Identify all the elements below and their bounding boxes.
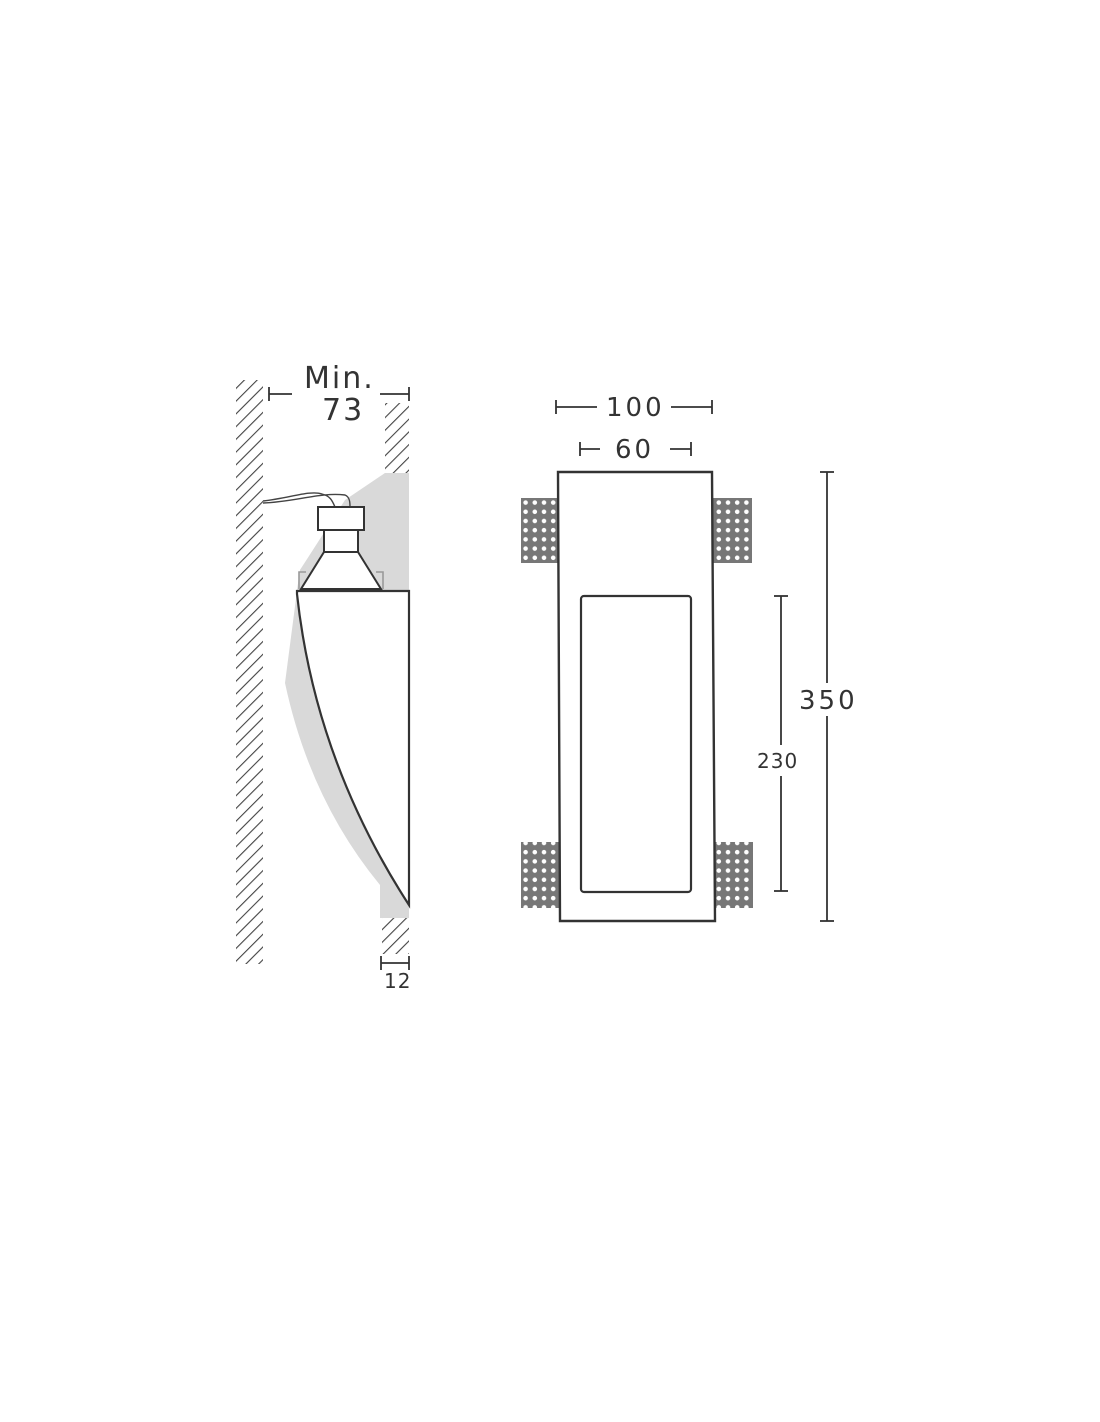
front-view: 100 60 350 230	[521, 393, 858, 923]
side-section-view: Min. 73 12	[236, 361, 411, 993]
wall-thickness-dimension: 12	[380, 956, 411, 993]
front-wall-lower	[382, 918, 409, 954]
lamp-socket	[317, 506, 365, 531]
luminaire-body	[295, 589, 411, 909]
outer-width-dimension: 100	[555, 393, 713, 423]
mount-tab-bottom-right	[712, 842, 753, 908]
min-label: Min.	[304, 361, 375, 396]
lamp-neck	[323, 529, 359, 553]
total-height-label: 350	[799, 686, 858, 716]
total-height-dimension: 350	[799, 471, 858, 922]
window-height-dimension: 230	[757, 595, 798, 892]
min-value: 73	[322, 393, 364, 428]
min-depth-dimension: Min. 73	[268, 361, 410, 428]
front-wall-upper	[385, 403, 409, 473]
power-wire	[262, 492, 336, 508]
lamp-reflector	[299, 551, 383, 590]
mount-tab-bottom-left	[521, 842, 560, 908]
inner-width-label: 60	[615, 435, 654, 465]
inner-width-dimension: 60	[579, 435, 692, 465]
inner-window	[579, 594, 693, 894]
mount-tab-top-left	[521, 498, 560, 563]
wall-thickness-label: 12	[384, 969, 411, 993]
mount-tab-top-right	[712, 498, 752, 563]
window-height-label: 230	[757, 749, 798, 773]
back-wall	[236, 380, 263, 964]
outer-width-label: 100	[606, 393, 665, 423]
